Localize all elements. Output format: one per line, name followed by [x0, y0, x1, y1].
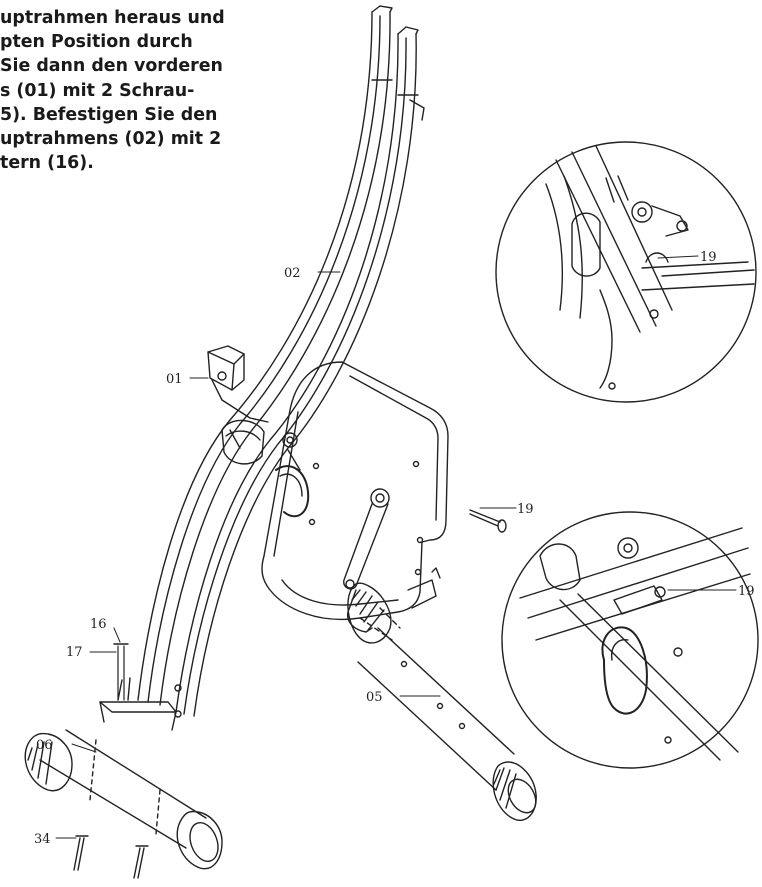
instruction-line: 5). Befestigen Sie den	[0, 104, 218, 125]
label-part-02: 02	[284, 266, 301, 281]
label-part-19: 19	[517, 502, 534, 517]
label-part-16: 16	[90, 617, 107, 632]
crank-arm	[343, 488, 441, 609]
detail-view-2	[501, 511, 759, 769]
label-part-34: 34	[34, 832, 51, 847]
instruction-line: s (01) mit 2 Schrau-	[0, 80, 195, 101]
instruction-text: uptrahmen heraus und pten Position durch…	[0, 6, 290, 175]
instruction-line: Sie dann den vorderen	[0, 56, 223, 77]
label-part-05: 05	[366, 690, 383, 705]
instruction-line: uptrahmens (02) mit 2	[0, 129, 222, 150]
pin-19	[469, 509, 507, 533]
rear-tube-06	[24, 677, 223, 870]
label-part-17: 17	[66, 645, 83, 660]
main-frame-02	[137, 5, 425, 717]
front-bracket-01	[207, 345, 269, 423]
label-part-01: 01	[166, 372, 183, 387]
label-part-19-detail: 19	[700, 250, 717, 265]
label-part-19-detail: 19	[738, 584, 755, 599]
frame-clamp	[221, 419, 298, 465]
label-part-06: 06	[36, 738, 53, 753]
flywheel-housing	[261, 361, 449, 621]
instruction-line: pten Position durch	[0, 32, 193, 53]
front-tube-05	[347, 582, 537, 821]
leader-lines	[55, 255, 737, 839]
bolts	[73, 643, 161, 879]
instruction-line: uptrahmen heraus und	[0, 8, 225, 28]
detail-view-1	[495, 141, 757, 403]
instruction-line: tern (16).	[0, 153, 94, 174]
